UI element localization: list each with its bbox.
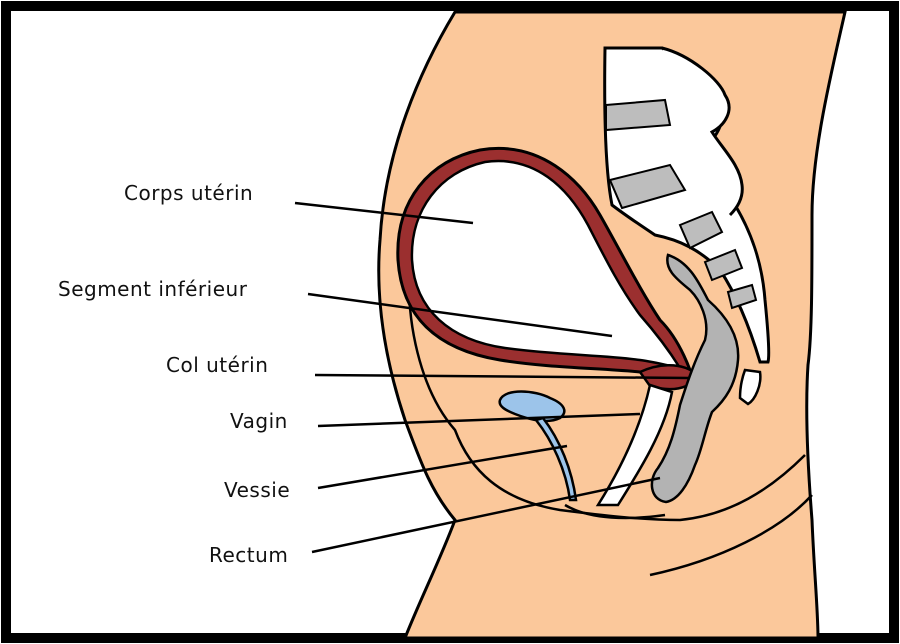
label-col-uterin: Col utérin [166,353,268,377]
label-vagin: Vagin [230,409,288,433]
label-segment-inferieur: Segment inférieur [58,277,248,301]
label-rectum: Rectum [209,543,288,567]
vertebra-disc-1 [606,100,670,130]
label-vessie: Vessie [224,478,290,502]
label-corps-uterin: Corps utérin [124,181,253,205]
